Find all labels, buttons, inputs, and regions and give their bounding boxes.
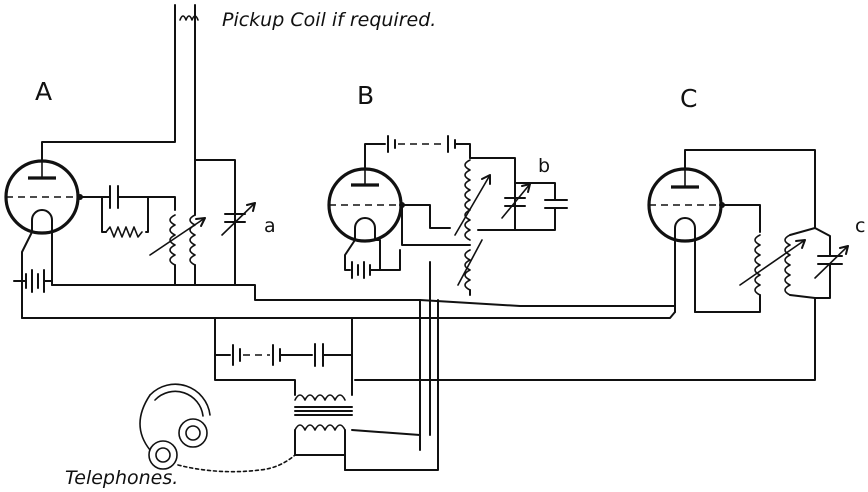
telephones [139,383,296,473]
capacitor-b-label: b [538,155,550,177]
stage-b-circuit [327,135,568,436]
audio-transformer [294,394,421,471]
pickup-coil [174,4,199,141]
stage-b-label: B [357,81,374,110]
stage-a-label: A [35,77,52,106]
telephones-label: Telephones. [65,467,178,489]
stage-c-circuit [354,149,849,381]
pickup-coil-label: Pickup Coil if required. [222,9,436,31]
stage-a-circuit [4,139,256,319]
stage-c-label: C [680,84,697,113]
capacitor-c-label: c [855,215,865,237]
capacitor-a-label: a [264,215,276,237]
bus-wires [21,284,676,471]
